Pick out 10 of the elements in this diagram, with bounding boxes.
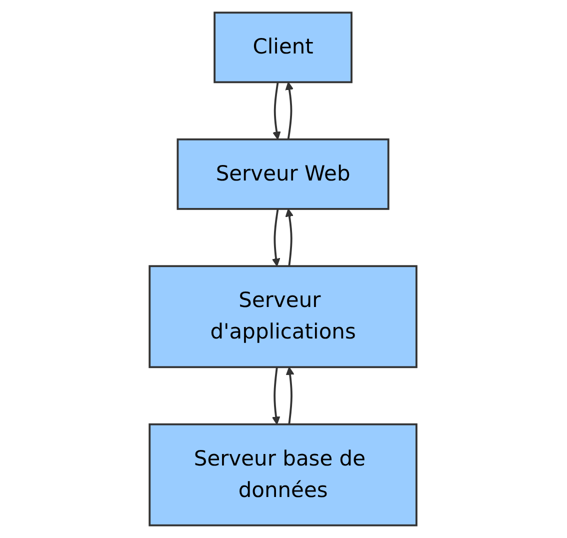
node-box: Serveur base de données: [149, 423, 418, 526]
node-box: Serveur Web: [177, 138, 390, 210]
arrow: [272, 367, 281, 425]
arrow: [286, 82, 294, 140]
arrow: [286, 208, 294, 266]
arrow: [272, 208, 281, 267]
node-box: Serveur d'applications: [149, 265, 418, 368]
arrow: [272, 82, 282, 140]
arrow: [286, 366, 295, 424]
node-box: Client: [214, 12, 353, 84]
